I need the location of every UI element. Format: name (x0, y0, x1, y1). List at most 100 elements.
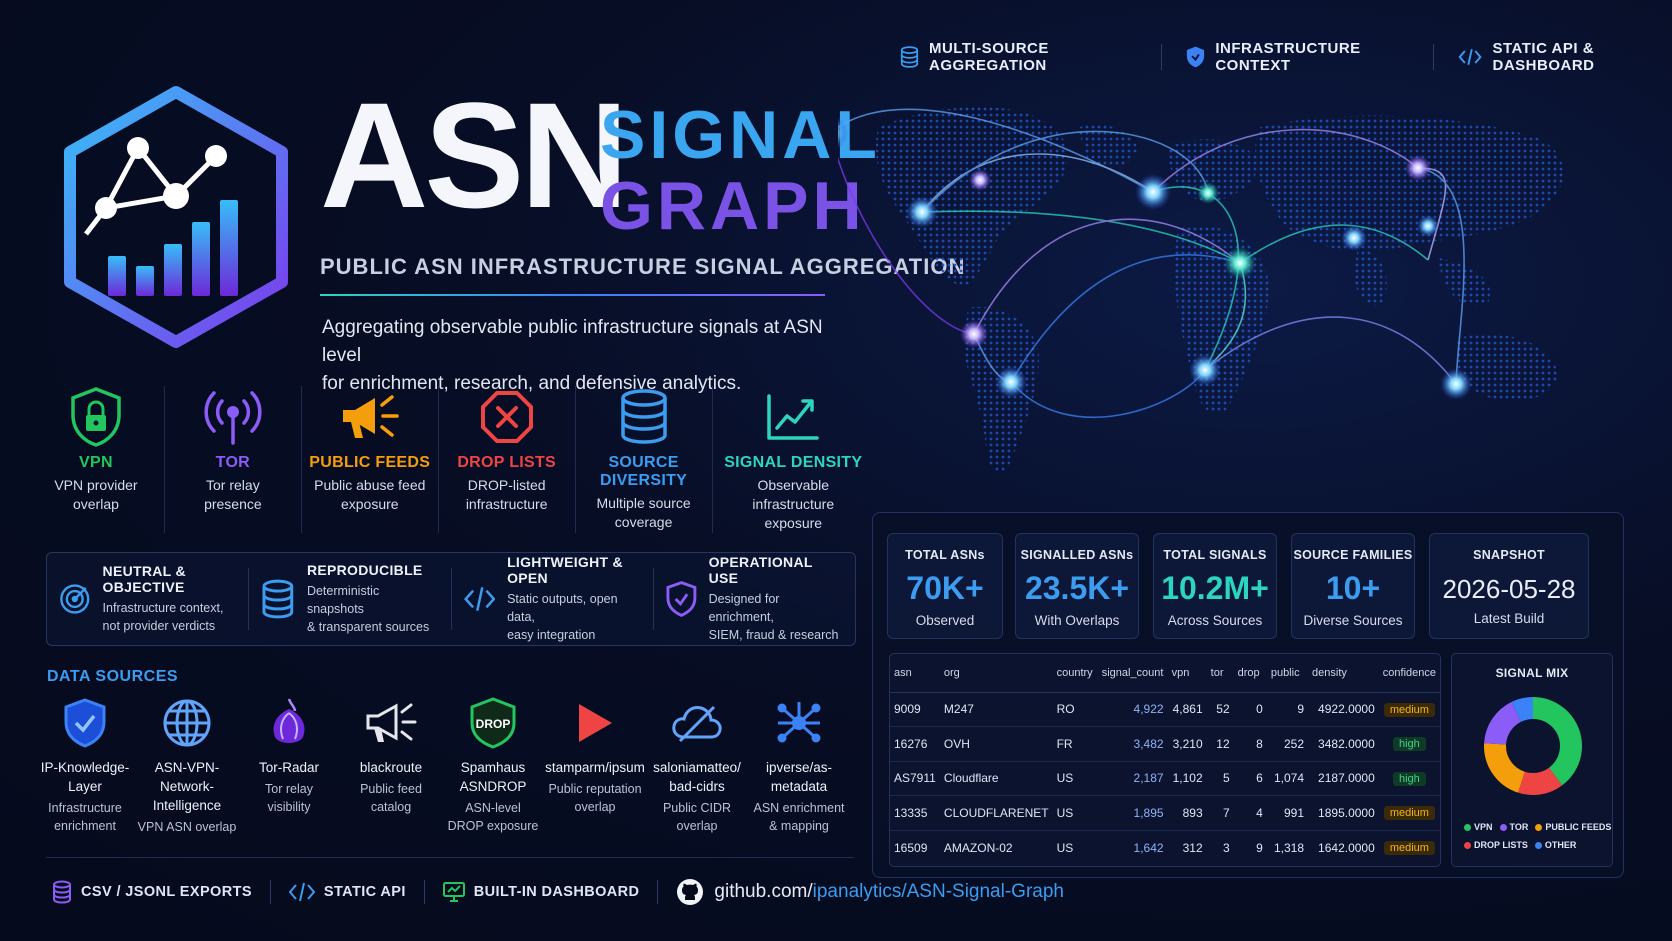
table-cell: medium (1379, 830, 1440, 865)
table-cell: 1,895 (1097, 795, 1168, 831)
table-cell: 7 (1206, 795, 1234, 831)
confidence-badge: high (1392, 737, 1426, 752)
legend-item: OTHER (1534, 840, 1576, 850)
title-signal: SIGNAL (600, 97, 881, 173)
table-cell: 1,642 (1133, 840, 1164, 855)
source-asn-vpn-network: ASN-VPN-Network-Intelligence VPN ASN ove… (136, 694, 238, 836)
signal-name: TOR (215, 454, 251, 471)
svg-text:DROP: DROP (476, 717, 511, 731)
continents (876, 107, 1564, 475)
table-cell: 4,861 (1167, 692, 1207, 727)
code-icon (288, 882, 315, 902)
stat-snapshot: SNAPSHOT 2026-05-28 Latest Build (1429, 533, 1589, 639)
table-cell: medium (1378, 692, 1440, 727)
database-icon (53, 880, 71, 904)
footer-csv-exports: CSV / JSONL EXPORTS (52, 880, 252, 904)
source-as-metadata: ipverse/as-metadata ASN enrichment& mapp… (748, 694, 850, 836)
stat-label: TOTAL ASNs (905, 548, 985, 562)
source-name: IP-Knowledge-Layer (40, 760, 130, 794)
table-cell: 6 (1233, 761, 1267, 796)
col-asn: asn (890, 654, 940, 693)
github-icon (677, 879, 704, 905)
table-cell: OVH (939, 726, 1053, 762)
target-icon (60, 584, 90, 614)
signal-mix-donut (1484, 697, 1582, 795)
table-cell: 2187.0000 (1308, 761, 1379, 796)
stat-label: SIGNALLED ASNs (1020, 548, 1134, 562)
confidence-badge: medium (1383, 806, 1435, 821)
table-header-row: asn org country signal_count vpn tor dro… (890, 654, 1440, 693)
signal-name: SIGNAL DENSITY (724, 454, 863, 471)
legend-item: VPN (1464, 822, 1493, 832)
github-repo-link[interactable]: github.com/ipanalytics/ASN-Signal-Graph (676, 878, 1064, 906)
signal-name: SOURCE DIVERSITY (599, 454, 688, 489)
col-density: density (1308, 654, 1379, 693)
table-cell: 9 (1266, 692, 1309, 727)
table-cell: 52 (1206, 692, 1234, 727)
dashboard-panel: TOTAL ASNs 70K+ Observed SIGNALLED ASNs … (872, 512, 1624, 878)
table-cell: 4,922 (1097, 692, 1168, 727)
feature-label: INFRASTRUCTURE CONTEXT (1215, 40, 1361, 74)
divider (46, 857, 854, 858)
principle-desc: Infrastructure context,not provider verd… (102, 601, 224, 633)
table-cell: 13335 (890, 795, 940, 831)
code-icon (463, 587, 496, 611)
table-cell: US (1056, 840, 1074, 855)
signal-name: VPN (79, 454, 113, 471)
table-cell: 12 (1206, 726, 1234, 762)
table-cell: AMAZON-02 (943, 840, 1013, 855)
signal-mix-legend: VPN TOR PUBLIC FEEDS DROP LISTS OTHER (1464, 822, 1612, 850)
table-cell: 9009 (890, 692, 940, 727)
shield-check-icon (666, 581, 697, 617)
megaphone-icon (366, 703, 417, 742)
stat-value: 2026-05-28 (1442, 574, 1576, 604)
divider (423, 880, 425, 904)
table-cell: 1642.0000 (1318, 840, 1375, 855)
stat-sub: Latest Build (1473, 611, 1545, 626)
stat-sub: Across Sources (1167, 613, 1263, 628)
table-cell: 3 (1222, 840, 1230, 855)
stat-value: 70K+ (906, 570, 984, 606)
stat-source-families: SOURCE FAMILIES 10+ Diverse Sources (1291, 533, 1415, 639)
table-cell: 9 (1256, 840, 1263, 855)
table-cell: 1,318 (1273, 840, 1305, 855)
signal-density: SIGNAL DENSITY Observable infrastructure… (713, 386, 874, 533)
table-cell: 0 (1233, 692, 1267, 727)
feature-label: STATIC API & DASHBOARD (1492, 40, 1595, 74)
feature-infrastructure: INFRASTRUCTURE CONTEXT (1186, 40, 1409, 74)
hexagon-graph-logo (64, 86, 288, 348)
col-signal-count: signal_count (1097, 654, 1168, 693)
table-cell: 16509 (894, 840, 928, 855)
legend-item: PUBLIC FEEDS (1535, 822, 1611, 832)
signal-name: DROP LISTS (457, 454, 557, 471)
signal-name: PUBLIC FEEDS (309, 454, 431, 471)
table-cell: 893 (1167, 795, 1207, 831)
table-cell: M247 (939, 692, 1053, 727)
principles-box: NEUTRAL & OBJECTIVE Infrastructure conte… (46, 552, 856, 646)
table-cell: 312 (1182, 840, 1203, 855)
stat-value: 10.2M+ (1161, 570, 1269, 606)
shield-check-icon (64, 698, 106, 748)
network-nodes-icon (777, 702, 821, 743)
table-cell: Cloudflare (939, 761, 1053, 796)
legend-item: TOR (1499, 822, 1528, 832)
principle-title: NEUTRAL & OBJECTIVE (102, 563, 186, 595)
table-cell: US (1052, 795, 1098, 831)
source-desc: ASN enrichment& mapping (753, 801, 845, 833)
col-org: org (939, 654, 1053, 693)
donut-slice-drop-lists (1484, 697, 1582, 795)
table-cell: CLOUDFLARENET (939, 795, 1053, 831)
code-icon (1458, 49, 1483, 65)
